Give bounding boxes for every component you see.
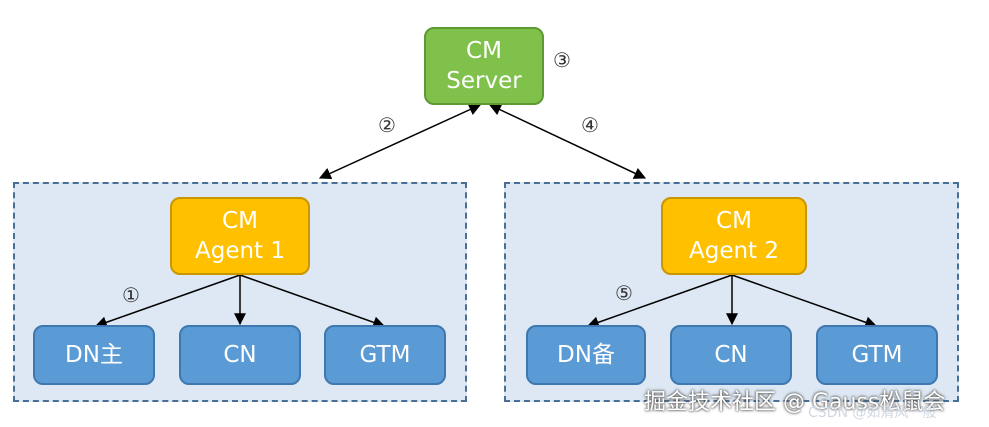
marker-3: ③ [553,48,571,72]
left-dn-primary-node: DN主 [33,325,155,385]
left-cn-node: CN [179,325,301,385]
cm-server-node: CM Server [424,27,544,105]
right-dn-standby-label: DN备 [557,342,615,368]
right-cn-node: CN [670,325,792,385]
arrow-server-right-group [488,104,647,179]
right-gtm-node: GTM [816,325,938,385]
cm-agent-1-line2: Agent 1 [194,238,286,264]
cm-agent-2-line2: Agent 2 [688,238,780,264]
left-gtm-label: GTM [359,342,411,368]
right-cn-label: CN [714,342,748,368]
arrow-server-left-group [318,104,482,179]
left-cn-label: CN [223,342,257,368]
watermark-sub: CSDN @如清风一般 [808,405,937,421]
marker-4: ④ [581,113,599,137]
marker-2: ② [378,113,396,137]
cm-server-line1: CM [466,38,502,64]
left-dn-primary-label: DN主 [65,342,123,368]
left-gtm-node: GTM [324,325,446,385]
cm-server-line2: Server [446,68,522,94]
cm-agent-2-node: CM Agent 2 [661,197,807,275]
right-gtm-label: GTM [851,342,903,368]
cm-agent-1-node: CM Agent 1 [170,197,310,275]
watermark-main: 掘金技术社区 @ Gauss松鼠会 [644,390,946,415]
cm-agent-1-line1: CM [222,208,258,234]
right-dn-standby-node: DN备 [526,325,646,385]
marker-5: ⑤ [615,281,633,305]
marker-1: ① [122,283,140,307]
cm-agent-2-line1: CM [716,208,752,234]
